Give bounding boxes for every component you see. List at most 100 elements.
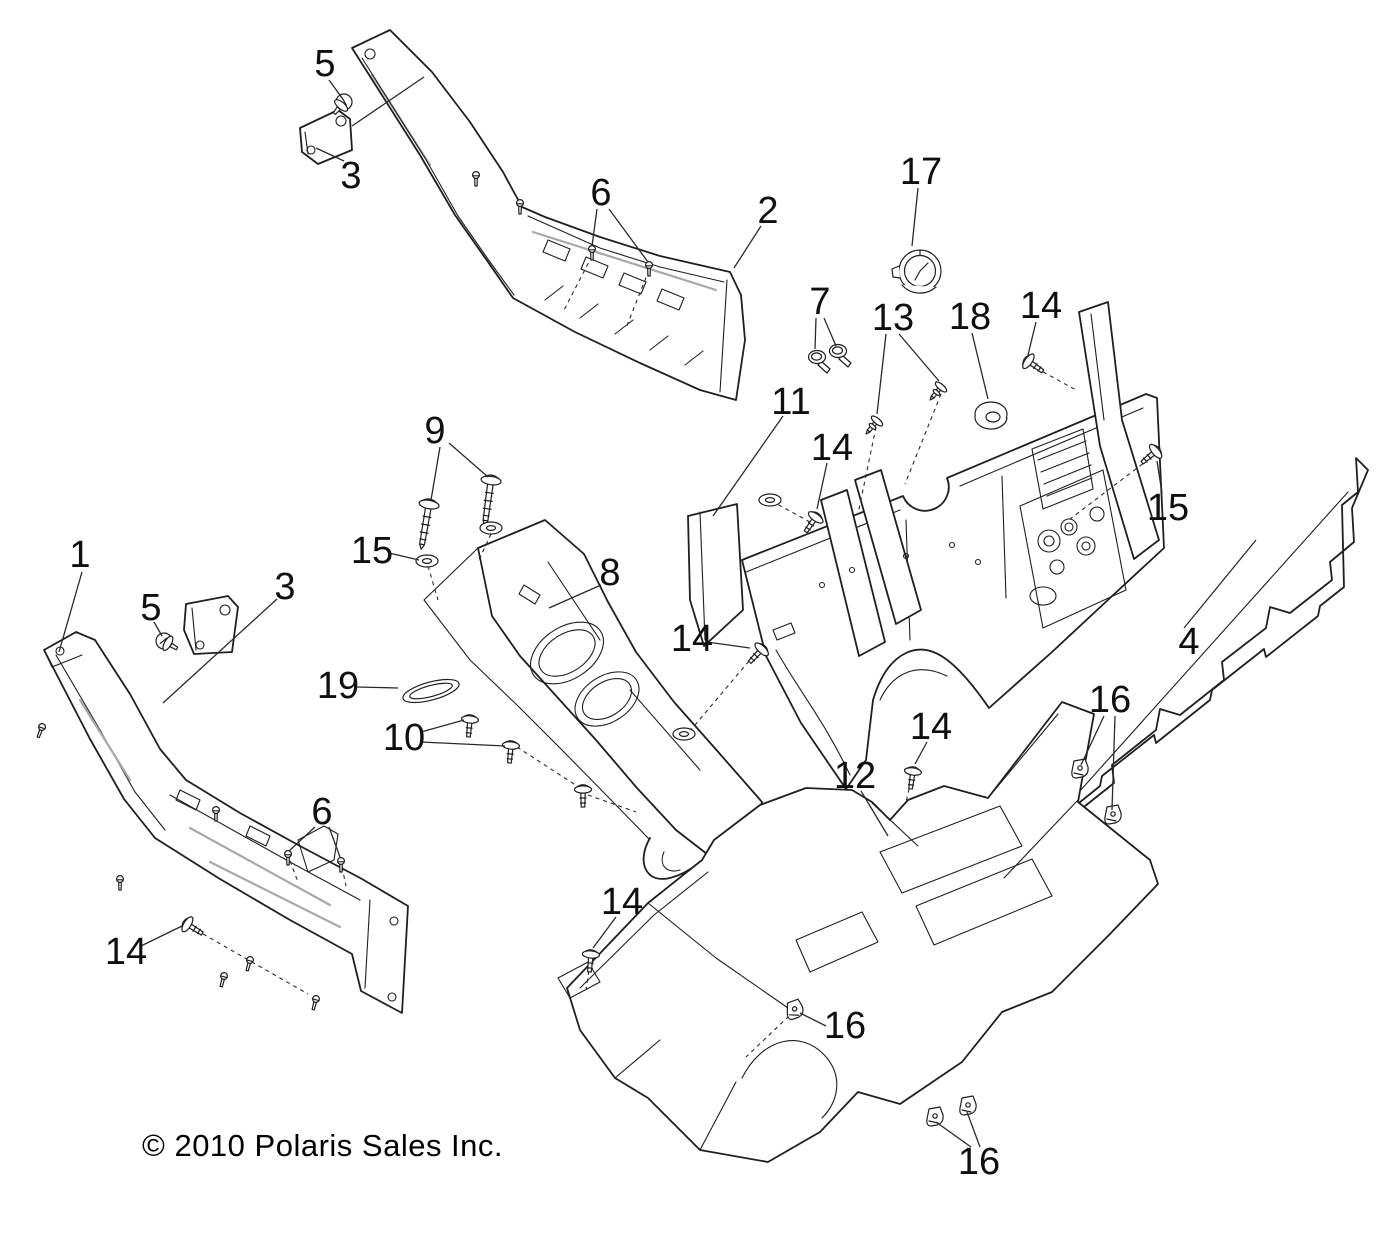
callout-3: 3 bbox=[162, 566, 296, 704]
clip-16b-icon bbox=[1104, 804, 1122, 825]
callout-number: 14 bbox=[105, 931, 147, 973]
washer-15b-icon bbox=[479, 521, 503, 535]
callout-leader-line bbox=[816, 462, 828, 510]
callout-5: 5 bbox=[140, 587, 163, 637]
part-11-rear-panel bbox=[687, 301, 1165, 790]
screw-6l-icon bbox=[311, 994, 321, 1011]
pin-13b-icon bbox=[865, 415, 884, 435]
screw-14-console-icon bbox=[747, 642, 769, 664]
screw-6e-icon bbox=[283, 849, 293, 866]
screw-6b-icon bbox=[644, 260, 654, 277]
pin-13a-icon bbox=[929, 381, 948, 401]
callout-4: 4 bbox=[1178, 539, 1257, 663]
part-2-upper-rocker-panel bbox=[351, 29, 746, 401]
callout-1: 1 bbox=[58, 534, 91, 653]
callout-leader-line bbox=[140, 925, 183, 947]
callout-leader-line bbox=[1080, 715, 1105, 766]
assembly-dashed-line bbox=[516, 746, 575, 785]
callout-leader-line bbox=[162, 598, 278, 704]
fasteners bbox=[36, 93, 1163, 1127]
callout-number: 19 bbox=[317, 665, 359, 707]
callout-leader-line bbox=[814, 317, 817, 350]
assembly-dashed-line bbox=[745, 1015, 790, 1058]
callout-leader-line bbox=[898, 333, 940, 382]
screw-6j-icon bbox=[219, 971, 229, 988]
bushing-18-icon bbox=[974, 401, 1008, 430]
callout-number: 16 bbox=[958, 1141, 1000, 1183]
callout-number: 15 bbox=[1147, 487, 1189, 529]
callout-15: 15 bbox=[1147, 460, 1189, 529]
callout-leader-line bbox=[935, 1121, 972, 1148]
copyright-text: © 2010 Polaris Sales Inc. bbox=[142, 1128, 504, 1163]
callout-leader-line bbox=[420, 719, 465, 733]
callout-19: 19 bbox=[317, 665, 399, 707]
screw-15-pillar-icon bbox=[1140, 443, 1163, 465]
screw-6d-icon bbox=[515, 198, 525, 215]
callout-18: 18 bbox=[949, 296, 991, 400]
callout-16: 16 bbox=[1080, 679, 1131, 811]
clip-16a-icon bbox=[1071, 758, 1089, 779]
callout-number: 3 bbox=[274, 566, 295, 608]
callout-number: 6 bbox=[590, 172, 611, 214]
callout-leader-line bbox=[860, 790, 889, 837]
callout-leader-line bbox=[548, 584, 602, 609]
callout-14: 14 bbox=[811, 427, 853, 510]
screw-10b-icon bbox=[501, 740, 521, 764]
clip-16c-icon bbox=[786, 998, 804, 1021]
callout-leader-line bbox=[448, 442, 489, 478]
callout-leader-line bbox=[1027, 321, 1037, 356]
callout-11: 11 bbox=[712, 381, 811, 517]
callout-leader-line bbox=[58, 571, 83, 653]
screw-6h-icon bbox=[115, 874, 125, 891]
seal-19-icon bbox=[402, 678, 460, 704]
callout-3: 3 bbox=[315, 147, 362, 197]
callout-leader-line bbox=[328, 826, 341, 858]
callout-14: 14 bbox=[105, 925, 183, 973]
washer-15a-icon bbox=[415, 554, 439, 568]
bolt-7a-icon bbox=[807, 349, 831, 374]
assembly-line bbox=[351, 76, 425, 127]
callout-leader-line bbox=[153, 621, 163, 637]
callout-number: 11 bbox=[771, 381, 810, 423]
clip-16d-icon bbox=[926, 1106, 944, 1127]
assembly-dashed-line bbox=[689, 654, 755, 732]
grommet-17-icon bbox=[891, 249, 942, 294]
screw-6f-icon bbox=[336, 856, 346, 873]
screw-6k-icon bbox=[245, 955, 255, 972]
callout-12: 12 bbox=[834, 755, 889, 837]
assembly-dashed-line bbox=[562, 255, 593, 313]
callout-10: 10 bbox=[383, 717, 506, 759]
assembly-dashed-line bbox=[625, 269, 650, 329]
callout-leader-line bbox=[911, 187, 919, 247]
callout-leader-line bbox=[966, 1111, 981, 1148]
callout-number: 15 bbox=[351, 530, 393, 572]
assembly-dashed-line bbox=[289, 860, 299, 883]
callout-15: 15 bbox=[351, 530, 420, 572]
clip-16e-icon bbox=[959, 1095, 977, 1116]
assembly-dashed-line bbox=[857, 426, 877, 515]
screw-14-floor-r-icon bbox=[903, 766, 923, 790]
assembly-dashed-line bbox=[776, 503, 811, 523]
callout-number: 14 bbox=[910, 706, 952, 748]
part-3-bracket-left bbox=[183, 595, 239, 655]
callout-leader-line bbox=[1183, 539, 1257, 629]
callout-leader-line bbox=[430, 446, 441, 501]
callout-leader-line bbox=[733, 225, 762, 269]
callout-number: 14 bbox=[811, 427, 853, 469]
part-1-lower-rocker-panel bbox=[43, 631, 409, 1014]
callout-6: 6 bbox=[288, 791, 341, 858]
callout-leader-line bbox=[712, 415, 784, 517]
screw-14-rocker-icon bbox=[181, 916, 204, 936]
callout-number: 13 bbox=[872, 297, 914, 339]
screw-6i-icon bbox=[36, 722, 47, 739]
screw-6c-icon bbox=[471, 170, 481, 187]
callout-leader-line bbox=[288, 826, 316, 852]
callout-5: 5 bbox=[314, 43, 343, 99]
callout-leader-line bbox=[971, 332, 989, 400]
callout-number: 5 bbox=[140, 587, 161, 629]
callout-number: 16 bbox=[1089, 679, 1131, 721]
assembly-dashed-line bbox=[427, 565, 439, 601]
callout-number: 3 bbox=[340, 155, 361, 197]
screw-10a-icon bbox=[460, 714, 480, 738]
